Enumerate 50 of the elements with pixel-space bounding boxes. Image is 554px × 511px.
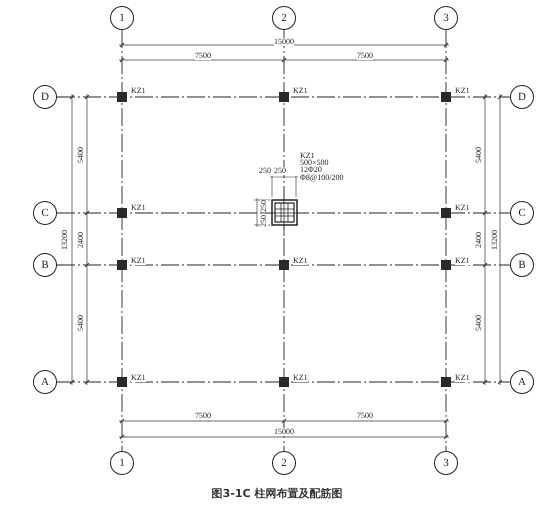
- axis-bubble: B: [33, 253, 57, 277]
- dimension-label: 7500: [357, 52, 373, 60]
- axis-bubble: 2: [272, 451, 296, 475]
- dimension-label: 13200: [61, 230, 69, 250]
- axis-bubble: 1: [110, 451, 134, 475]
- axis-bubble: A: [510, 370, 534, 394]
- dimension-label: 2400: [77, 232, 85, 248]
- dimension-label: 5400: [475, 315, 483, 331]
- column-label: KZ1: [455, 204, 470, 212]
- column-label: KZ1: [455, 257, 470, 265]
- dimension-label: 7500: [357, 412, 373, 420]
- dimension-label: 7500: [195, 52, 211, 60]
- column-label: KZ1: [131, 257, 146, 265]
- axis-bubble: D: [510, 85, 534, 109]
- dimension-label: 5400: [77, 315, 85, 331]
- dimension-label: 250: [274, 167, 286, 175]
- axis-bubble: 3: [434, 451, 458, 475]
- dimension-label: 15000: [274, 428, 294, 436]
- axis-line: [56, 96, 510, 98]
- column-label: KZ1: [455, 374, 470, 382]
- dimension-label: 250: [260, 200, 268, 212]
- column-label: KZ1: [455, 87, 470, 95]
- column-label: 12Φ20: [300, 166, 322, 174]
- figure-caption: 图3-1C 柱网布置及配筋图: [210, 486, 344, 501]
- dimension-label: 5400: [77, 147, 85, 163]
- axis-bubble: 1: [110, 6, 134, 30]
- dimension-label: 13200: [491, 230, 499, 250]
- column-label: KZ1: [293, 87, 308, 95]
- column-label: KZ1: [131, 204, 146, 212]
- dimension-label: 15000: [274, 38, 294, 46]
- dimension-label: 7500: [195, 412, 211, 420]
- dimension-label: 2400: [475, 232, 483, 248]
- dimension-label: 5400: [475, 147, 483, 163]
- dimension-label: 250: [260, 215, 268, 227]
- axis-bubble: C: [33, 201, 57, 225]
- axis-bubble: D: [33, 85, 57, 109]
- axis-bubble: 2: [272, 6, 296, 30]
- axis-bubble: C: [510, 201, 534, 225]
- axis-bubble: B: [510, 253, 534, 277]
- column-label: KZ1: [131, 374, 146, 382]
- axis-bubble: A: [33, 370, 57, 394]
- dimension-label: 250: [259, 167, 271, 175]
- column-label: KZ1: [131, 87, 146, 95]
- column-label: Φ8@100/200: [300, 174, 344, 182]
- column-label: KZ1: [293, 257, 308, 265]
- column-label: KZ1: [293, 374, 308, 382]
- axis-line: [56, 212, 510, 214]
- axis-line: [56, 264, 510, 266]
- column-label: 500×500: [300, 159, 329, 167]
- axis-bubble: 3: [434, 6, 458, 30]
